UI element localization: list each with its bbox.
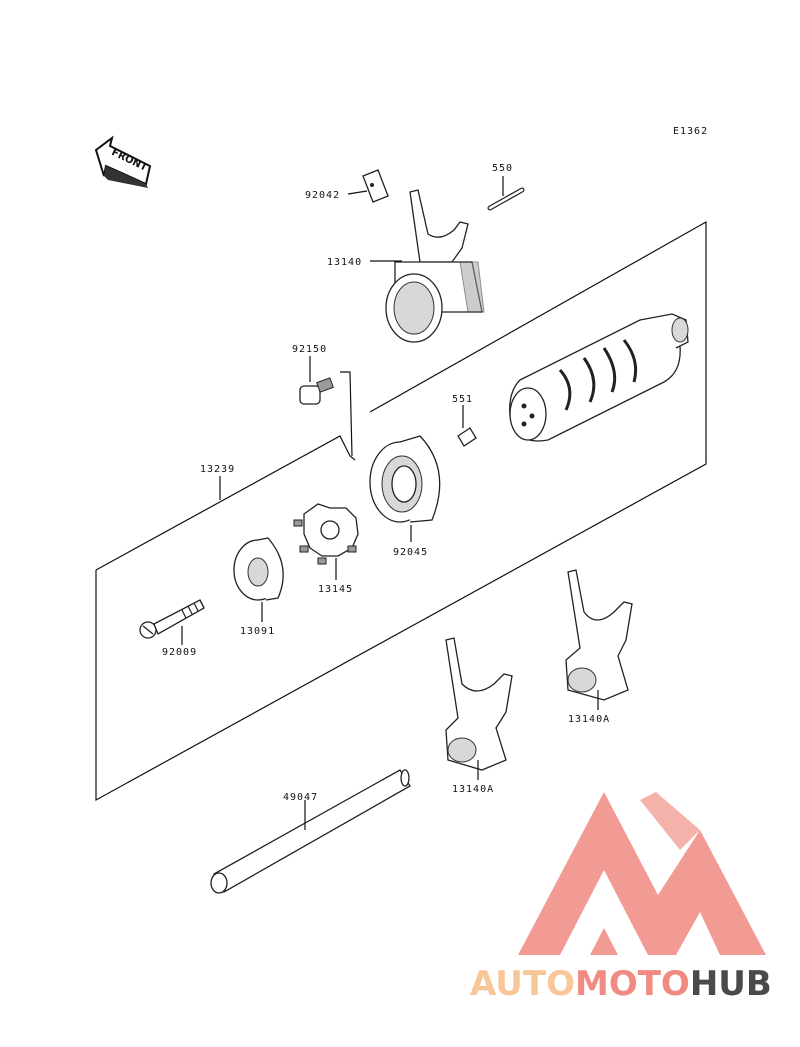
label-550: 550 <box>492 163 513 174</box>
watermark-logo-icon <box>518 792 766 955</box>
part-550: 550 <box>487 163 525 211</box>
part-13140-shift-fork: 13140 <box>327 189 485 343</box>
part-13091-plate: 13091 <box>233 537 284 637</box>
part-92045-bearing: 92045 <box>369 435 441 558</box>
automotohub-watermark: AUTOMOTOHUB <box>470 792 772 1004</box>
watermark-text: AUTOMOTOHUB <box>470 964 772 1004</box>
label-13091: 13091 <box>240 626 275 637</box>
part-551: 551 <box>452 394 477 447</box>
front-arrow-icon: FRONT <box>94 135 152 188</box>
part-13140a-left-fork: 13140A <box>445 637 513 795</box>
label-92150: 92150 <box>292 344 327 355</box>
label-92009: 92009 <box>162 647 197 658</box>
assembly-13239-outline: 13239 <box>95 220 707 802</box>
part-13140a-right-fork: 13140A <box>565 569 633 725</box>
diagram-code: E1362 <box>673 126 708 137</box>
label-92045: 92045 <box>393 547 428 558</box>
part-49047-shaft: 49047 <box>210 769 411 894</box>
part-shift-drum <box>509 313 689 442</box>
label-92042: 92042 <box>305 190 340 201</box>
part-92150: 92150 <box>292 344 334 405</box>
label-13239: 13239 <box>200 464 235 475</box>
label-49047: 49047 <box>283 792 318 803</box>
label-551: 551 <box>452 394 473 405</box>
label-13140a-right: 13140A <box>568 714 610 725</box>
watermark-moto: MOTO <box>575 964 690 1004</box>
watermark-hub: HUB <box>690 964 772 1004</box>
label-13140: 13140 <box>327 257 362 268</box>
part-92042: 92042 <box>305 169 389 203</box>
label-13140a-left: 13140A <box>452 784 494 795</box>
part-13145-star-plate: 13145 <box>293 503 359 595</box>
part-92009-screw: 92009 <box>139 599 205 658</box>
watermark-auto: AUTO <box>470 964 575 1004</box>
label-13145: 13145 <box>318 584 353 595</box>
